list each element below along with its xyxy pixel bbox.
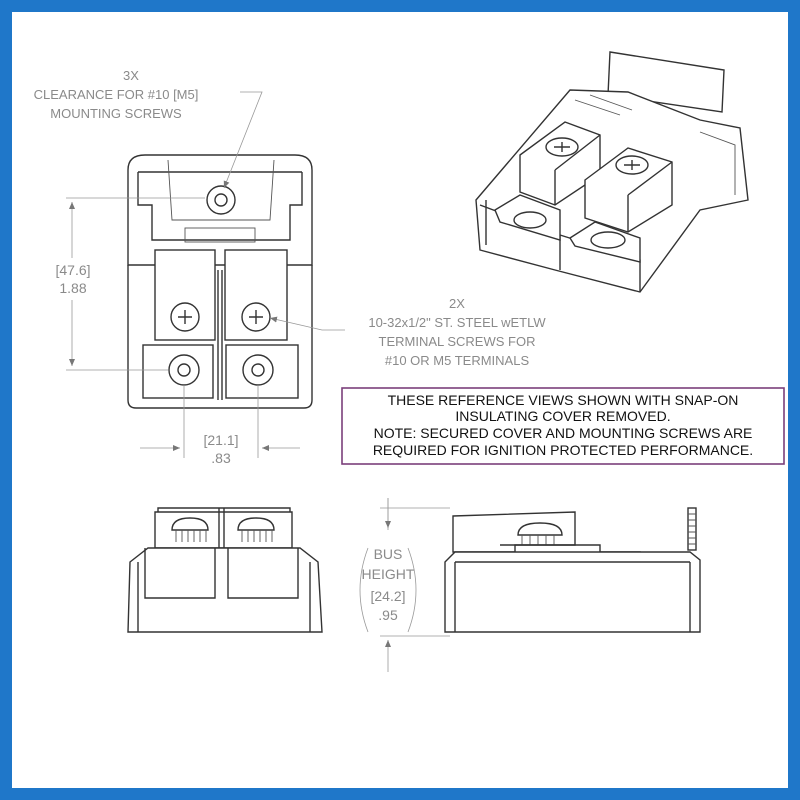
isometric-view	[475, 51, 749, 293]
terminal-callout-qty: 2X	[449, 296, 465, 311]
terminal-callout-line2: TERMINAL SCREWS FOR	[379, 334, 536, 349]
mounting-callout-qty: 3X	[123, 68, 139, 83]
terminal-screw-callout: 2X 10-32x1/2" ST. STEEL wETLW TERMINAL S…	[269, 296, 546, 368]
bus-label-1: BUS	[374, 546, 403, 562]
note-box: THESE REFERENCE VIEWS SHOWN WITH SNAP-ON…	[341, 387, 785, 465]
bus-dim-mm: [24.2]	[370, 588, 405, 604]
mounting-callout-line1: CLEARANCE FOR #10 [M5]	[34, 87, 199, 102]
note-line-3: NOTE: SECURED COVER AND MOUNTING SCREWS …	[374, 425, 753, 441]
height-dim-mm: [47.6]	[55, 262, 90, 278]
terminal-callout-line3: #10 OR M5 TERMINALS	[385, 353, 530, 368]
front-view	[127, 507, 323, 633]
bus-label-2: HEIGHT	[362, 566, 415, 582]
height-dim-in: 1.88	[59, 280, 86, 296]
spacing-dim-mm: [21.1]	[203, 432, 238, 448]
bus-height-dimension: BUS HEIGHT [24.2] .95	[359, 498, 450, 672]
spacing-dim-in: .83	[211, 450, 231, 466]
side-view	[444, 507, 701, 633]
height-dimension: [47.6] 1.88	[55, 197, 205, 371]
note-line-4: REQUIRED FOR IGNITION PROTECTED PERFORMA…	[373, 442, 753, 458]
spacing-dimension: [21.1] .83	[140, 385, 300, 466]
mounting-screw-callout: 3X CLEARANCE FOR #10 [M5] MOUNTING SCREW…	[34, 68, 263, 189]
top-view	[127, 154, 313, 409]
bus-dim-in: .95	[378, 607, 398, 623]
terminal-callout-line1: 10-32x1/2" ST. STEEL wETLW	[368, 315, 546, 330]
note-line-1: THESE REFERENCE VIEWS SHOWN WITH SNAP-ON	[388, 392, 739, 408]
mounting-callout-line2: MOUNTING SCREWS	[50, 106, 182, 121]
note-line-2: INSULATING COVER REMOVED.	[455, 408, 670, 424]
